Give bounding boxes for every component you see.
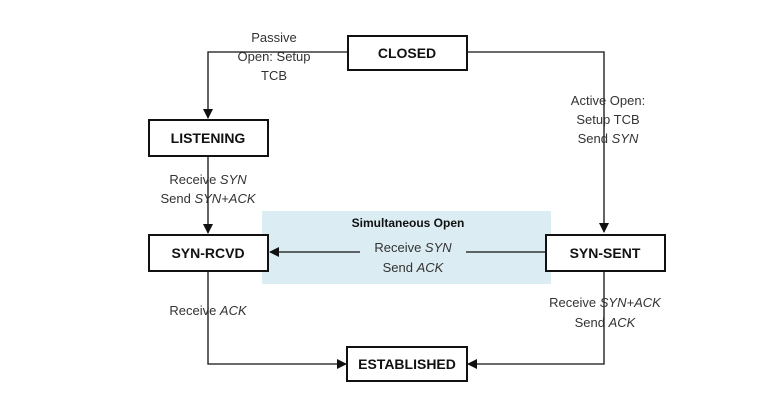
simultaneous-open-title: Simultaneous Open	[352, 216, 465, 230]
state-syn-sent-label: SYN-SENT	[570, 245, 641, 261]
listen-rcvd-line-2: Send SYN+ACK	[160, 191, 256, 206]
label-active-open: Active Open: Setup TCB Send SYN	[571, 93, 645, 146]
label-syn-rcvd-to-established: Receive ACK	[169, 303, 248, 318]
edge-closed-to-syn-sent	[467, 51, 609, 233]
label-passive-open: Passive Open: Setup TCB	[238, 30, 311, 83]
state-established: ESTABLISHED	[346, 346, 468, 382]
label-listening-to-syn-rcvd: Receive SYN Send SYN+ACK	[160, 172, 256, 206]
state-listening-label: LISTENING	[171, 130, 246, 146]
state-syn-sent: SYN-SENT	[545, 234, 666, 272]
active-open-line-2: Setup TCB	[576, 112, 639, 127]
passive-open-line-2: Open: Setup	[238, 49, 311, 64]
rcvd-est-line-1: Receive ACK	[169, 303, 248, 318]
passive-open-line-3: TCB	[261, 68, 287, 83]
active-open-line-1: Active Open:	[571, 93, 645, 108]
sent-rcvd-line-2: Send ACK	[383, 260, 445, 275]
state-closed: CLOSED	[347, 35, 468, 71]
active-open-line-3: Send SYN	[578, 131, 639, 146]
state-listening: LISTENING	[148, 119, 269, 157]
edge-syn-sent-to-established	[467, 272, 605, 369]
state-established-label: ESTABLISHED	[358, 356, 456, 372]
state-syn-rcvd-label: SYN-RCVD	[171, 245, 244, 261]
sent-rcvd-line-1: Receive SYN	[374, 240, 452, 255]
state-closed-label: CLOSED	[378, 45, 436, 61]
label-syn-sent-to-syn-rcvd: Receive SYN Send ACK	[374, 240, 452, 275]
edge-syn-rcvd-to-established	[207, 272, 347, 369]
listen-rcvd-line-1: Receive SYN	[169, 172, 247, 187]
state-syn-rcvd: SYN-RCVD	[148, 234, 269, 272]
edge-closed-to-listening	[203, 51, 348, 119]
sent-est-line-1: Receive SYN+ACK	[549, 295, 662, 310]
label-syn-sent-to-established: Receive SYN+ACK Send ACK	[549, 295, 662, 330]
passive-open-line-1: Passive	[251, 30, 297, 45]
simultaneous-open-region	[262, 211, 551, 284]
sent-est-line-2: Send ACK	[575, 315, 637, 330]
